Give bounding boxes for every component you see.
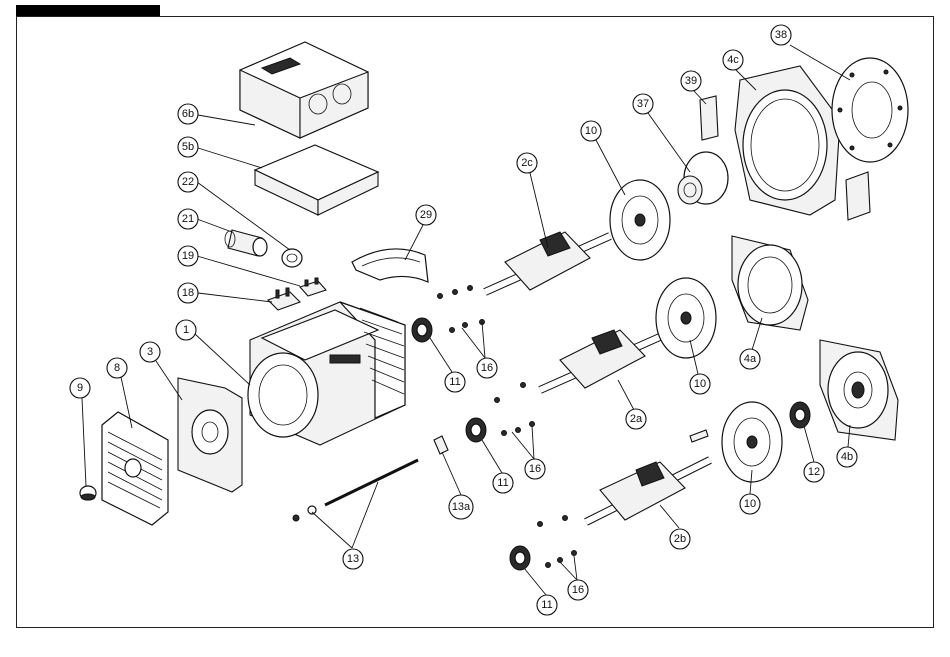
callout-39: 39 xyxy=(681,71,701,91)
callout-label: 4c xyxy=(727,54,739,66)
part-pin xyxy=(690,430,708,442)
callout-13: 13 xyxy=(343,549,363,569)
callout-label: 11 xyxy=(449,376,460,388)
callout-11-upper: 11 xyxy=(445,372,465,392)
part-guard xyxy=(352,249,428,282)
callout-label: 3 xyxy=(147,346,153,358)
part-terminal-box-base xyxy=(255,145,378,215)
callout-3: 3 xyxy=(140,342,160,362)
callout-label: 2a xyxy=(630,413,643,425)
part-adapter-hub xyxy=(678,152,728,204)
part-tie-rod xyxy=(293,460,418,521)
part-fan-grille xyxy=(102,412,168,525)
part-screws-middle xyxy=(495,383,535,436)
part-bearing-upper xyxy=(412,318,432,342)
part-terminal-box-cover xyxy=(240,42,368,138)
callout-label: 10 xyxy=(694,378,706,390)
callout-label: 16 xyxy=(529,463,541,475)
callout-label: 10 xyxy=(744,498,756,510)
part-screws-upper xyxy=(438,286,485,333)
callout-label: 13 xyxy=(347,553,359,565)
part-key xyxy=(700,96,718,140)
callout-label: 11 xyxy=(541,599,552,611)
part-rotor-2a xyxy=(540,330,662,390)
callout-12: 12 xyxy=(804,462,824,482)
callout-label: 4b xyxy=(841,451,853,463)
callout-label: 10 xyxy=(585,125,597,137)
part-terminal-block xyxy=(268,288,300,310)
callout-label: 22 xyxy=(182,176,194,188)
callout-label: 21 xyxy=(182,213,194,225)
callout-6b: 6b xyxy=(178,104,198,124)
callout-11-lower: 11 xyxy=(537,595,557,615)
callout-9: 9 xyxy=(70,378,90,398)
callout-4b: 4b xyxy=(837,447,857,467)
callout-21: 21 xyxy=(178,209,198,229)
callout-13a: 13a xyxy=(449,495,473,519)
callout-label: 11 xyxy=(497,477,508,489)
callout-label: 6b xyxy=(182,108,194,120)
part-fan-top xyxy=(610,180,670,260)
callout-22: 22 xyxy=(178,172,198,192)
part-flange-disc xyxy=(832,58,908,162)
callout-label: 29 xyxy=(420,209,432,221)
callout-16-lower: 16 xyxy=(568,580,588,600)
callout-29: 29 xyxy=(416,205,436,225)
callout-8: 8 xyxy=(107,358,127,378)
part-sae-housing xyxy=(735,66,840,215)
callout-4c: 4c xyxy=(723,50,743,70)
callout-10-middle: 10 xyxy=(690,374,710,394)
callout-label: 16 xyxy=(481,362,493,374)
callout-label: 1 xyxy=(183,324,189,336)
callout-19: 19 xyxy=(178,246,198,266)
callout-1: 1 xyxy=(176,320,196,340)
callout-5b: 5b xyxy=(178,137,198,157)
callout-2a: 2a xyxy=(626,409,646,429)
callout-10-top: 10 xyxy=(581,121,601,141)
callout-16-upper: 16 xyxy=(477,358,497,378)
callout-label: 39 xyxy=(685,75,697,87)
callout-16-middle: 16 xyxy=(525,459,545,479)
part-rear-end-shield xyxy=(732,236,808,330)
callout-label: 5b xyxy=(182,141,194,153)
part-end-shield-4b xyxy=(820,340,898,440)
part-mounting-bracket xyxy=(846,172,870,220)
callout-11-middle: 11 xyxy=(493,473,513,493)
callout-label: 8 xyxy=(114,362,120,374)
part-fan-middle xyxy=(656,278,716,358)
part-front-end-shield xyxy=(178,378,242,492)
callout-label: 9 xyxy=(77,382,83,394)
part-capacitor xyxy=(225,230,267,256)
callout-18: 18 xyxy=(178,283,198,303)
callout-label: 38 xyxy=(775,29,787,41)
callout-label: 19 xyxy=(182,250,194,262)
part-bearing-lower xyxy=(510,546,530,570)
part-spacer-13a xyxy=(434,436,448,454)
part-capacitor-cap xyxy=(282,249,302,267)
callout-label: 18 xyxy=(182,287,194,299)
callout-2c: 2c xyxy=(517,153,537,173)
part-stator-housing xyxy=(248,302,405,445)
callout-38: 38 xyxy=(771,25,791,45)
callout-37: 37 xyxy=(633,94,653,114)
callout-label: 4a xyxy=(744,353,757,365)
callout-label: 16 xyxy=(572,584,584,596)
callout-2b: 2b xyxy=(670,529,690,549)
part-cover-plug xyxy=(80,486,96,500)
part-bearing-middle xyxy=(466,418,486,442)
part-rotor-2c xyxy=(485,232,610,292)
callout-label: 2b xyxy=(674,533,686,545)
part-rotor-2b xyxy=(586,460,710,522)
callout-label: 12 xyxy=(808,466,820,478)
callout-label: 37 xyxy=(637,98,649,110)
part-terminal-block-small xyxy=(300,278,326,296)
part-screws-lower xyxy=(538,516,577,568)
callout-4a: 4a xyxy=(740,349,760,369)
part-bearing-12 xyxy=(790,402,810,428)
callout-label: 13a xyxy=(452,501,471,513)
callout-label: 2c xyxy=(521,157,533,169)
callout-10-bottom: 10 xyxy=(740,494,760,514)
